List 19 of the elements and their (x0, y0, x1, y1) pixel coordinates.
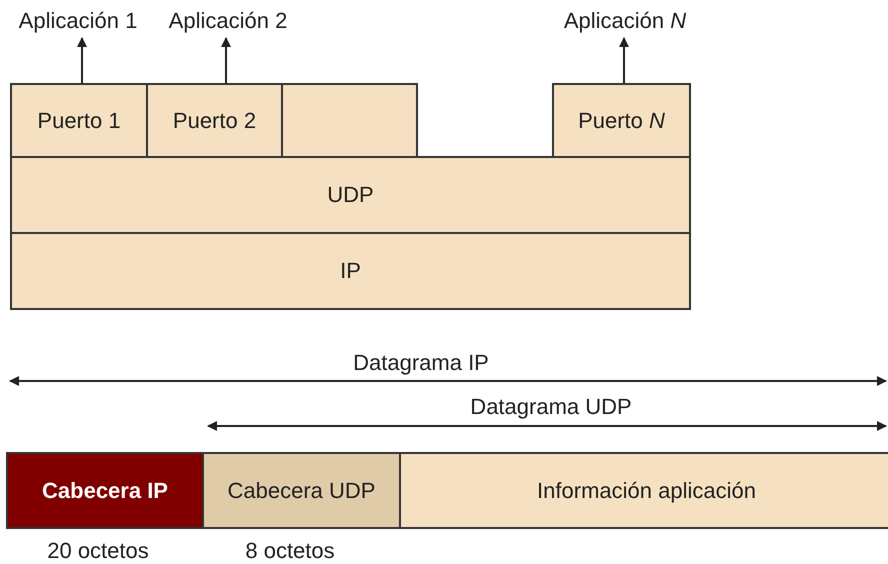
arrow (221, 37, 231, 83)
header-segment: Cabecera UDP (202, 452, 401, 529)
dimension-label: Datagrama UDP (470, 394, 632, 420)
dimension-label: Datagrama IP (353, 350, 489, 376)
arrow (619, 37, 629, 83)
size-caption: 20 octetos (47, 538, 149, 564)
port-box: Puerto N (552, 83, 691, 158)
port-box: Puerto 2 (146, 83, 283, 158)
protocol-layer: IP (10, 232, 691, 310)
port-box: Puerto 1 (10, 83, 148, 158)
application-label: Aplicación N (552, 6, 698, 36)
protocol-layer: UDP (10, 156, 691, 234)
arrow (77, 37, 87, 83)
data-segment: Información aplicación (399, 452, 888, 529)
size-caption: 8 octetos (245, 538, 335, 564)
header-segment: Cabecera IP (6, 452, 204, 529)
application-label: Aplicación 1 (8, 6, 148, 36)
application-label: Aplicación 2 (156, 6, 300, 36)
port-box (281, 83, 418, 158)
